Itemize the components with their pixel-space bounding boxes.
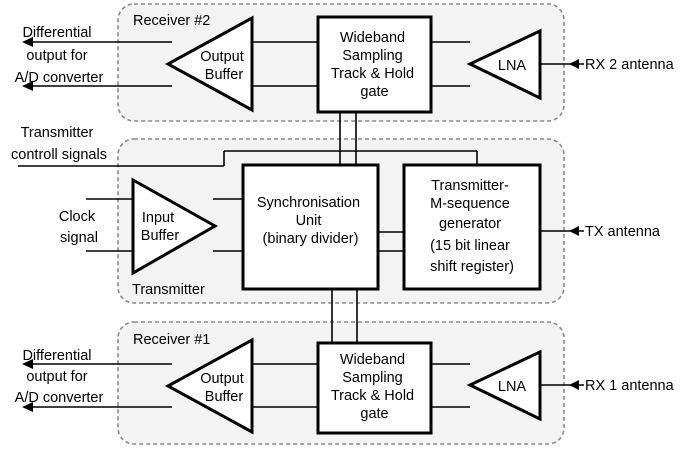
rx2-antenna-arrow xyxy=(569,59,579,69)
rx2-output-buffer-label: Output Buffer xyxy=(200,49,248,83)
rx1-differential-output-label: Differential output for A/D converter xyxy=(15,348,104,406)
rx2-sampling-gate-label: Wideband Sampling Track & Hold gate xyxy=(331,30,418,100)
sync-unit-label: Synchronisation Unit (binary divider) xyxy=(257,195,364,247)
rx2-differential-output-label: Differential output for A/D converter xyxy=(15,25,104,86)
rx2-wires xyxy=(30,41,584,165)
rx1-output-buffer-block xyxy=(164,337,254,435)
rx1-antenna-arrow xyxy=(569,380,579,390)
rx1-lna-label: LNA xyxy=(498,379,527,395)
rx2-lna-label: LNA xyxy=(498,58,527,74)
m-sequence-generator-block xyxy=(402,163,542,291)
input-buffer-label: Input Buffer xyxy=(141,210,180,244)
rx1-output-buffer-label: Output Buffer xyxy=(200,371,248,405)
input-buffer-block xyxy=(131,177,219,276)
rx1-sampling-gate-block xyxy=(316,341,433,435)
tx-antenna-arrow xyxy=(569,226,579,236)
rx1-antenna-label: RX 1 antenna xyxy=(585,378,675,394)
rx2-antenna-label: RX 2 antenna xyxy=(585,57,675,73)
transmitter-control-signals-label: Transmitter controll signals xyxy=(11,125,107,163)
receiver-1-label: Receiver #1 xyxy=(133,332,210,348)
rx2-output-arrow-bottom xyxy=(22,81,33,91)
rx1-lna-block xyxy=(466,349,542,422)
rx2-output-arrow-top xyxy=(22,37,33,47)
rx2-lna-block xyxy=(466,28,542,101)
receiver-2-label: Receiver #2 xyxy=(133,13,210,29)
rx2-sampling-gate-block xyxy=(316,15,433,114)
rx2-output-buffer-block xyxy=(164,15,254,113)
rx1-output-arrow-bottom xyxy=(22,402,33,412)
rx1-output-arrow-top xyxy=(22,359,33,369)
tx-antenna-label: TX antenna xyxy=(585,224,661,240)
sync-unit-block xyxy=(241,163,380,291)
clock-signal-label: Clock signal xyxy=(59,209,99,246)
transmitter-label: Transmitter xyxy=(132,282,205,298)
rx1-wires xyxy=(30,363,584,408)
rx1-sampling-gate-label: Wideband Sampling Track & Hold gate xyxy=(331,352,418,422)
m-sequence-generator-label: Transmitter- M-sequence generator (15 bi… xyxy=(430,178,514,275)
